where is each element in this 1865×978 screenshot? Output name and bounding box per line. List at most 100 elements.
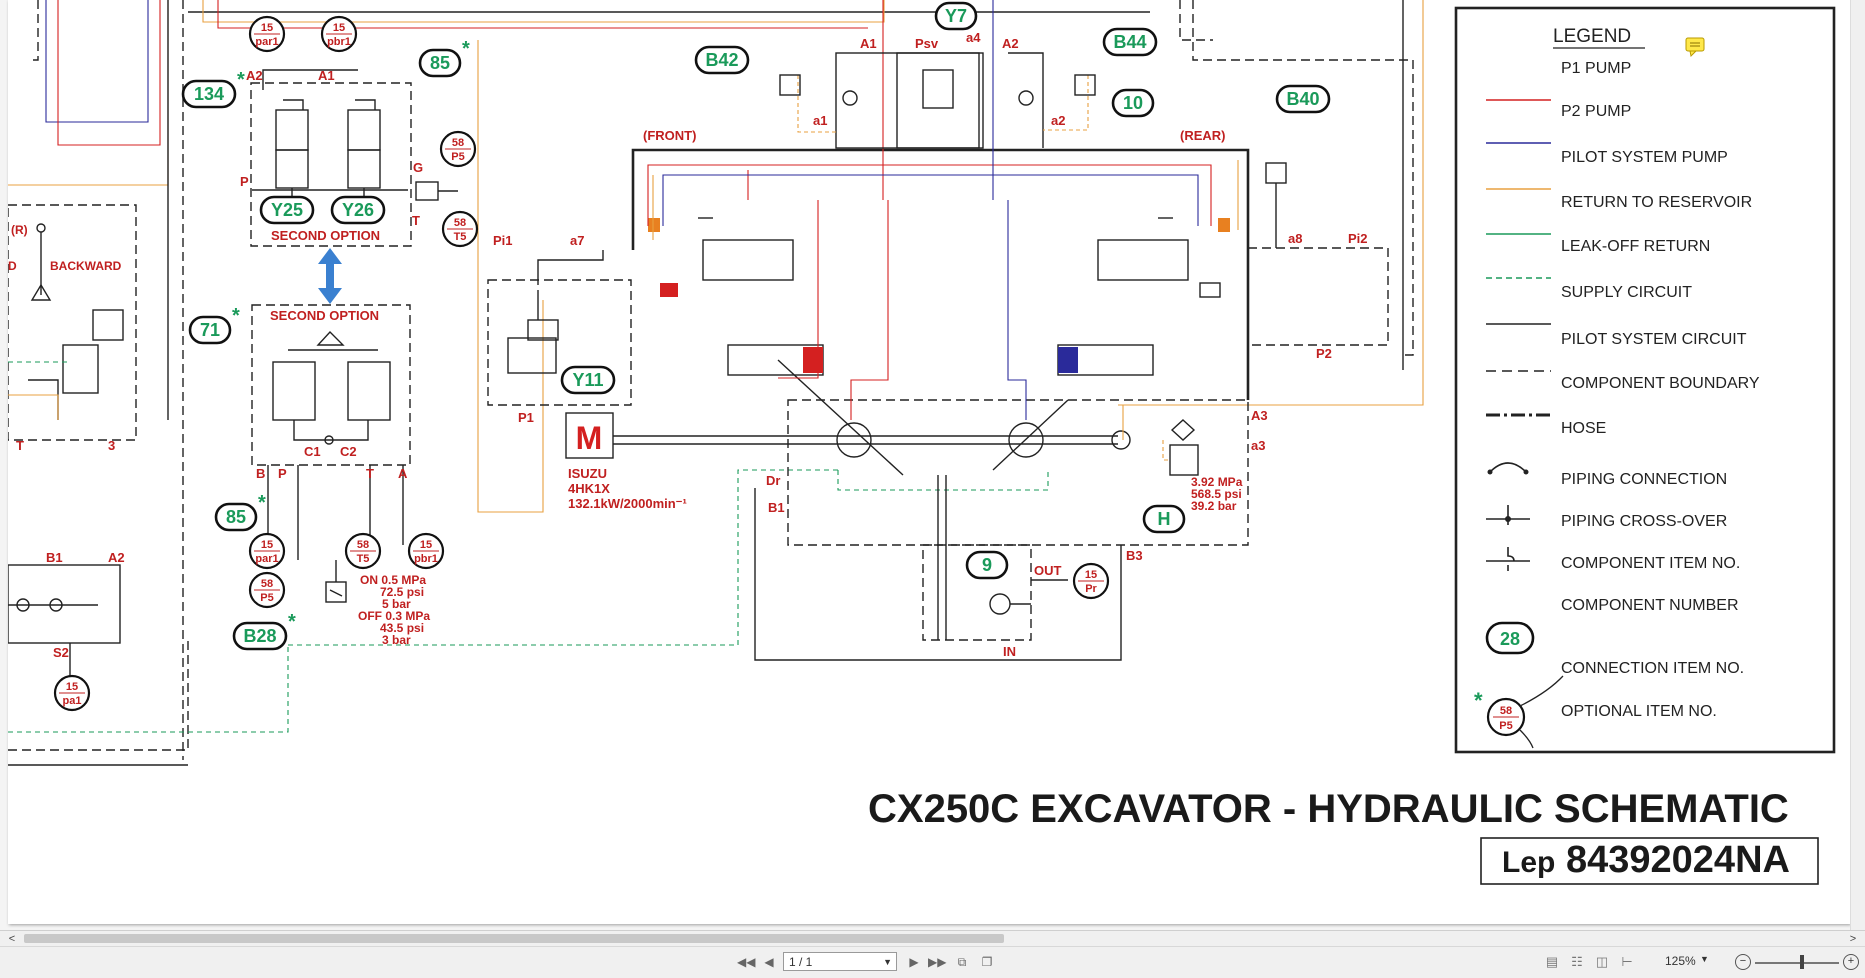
svg-text:Psv: Psv (915, 36, 939, 51)
svg-text:P5: P5 (451, 151, 464, 163)
pilot-pump-9: OUT IN (754, 475, 1122, 661)
document-title: CX250C EXCAVATOR - HYDRAULIC SCHEMATIC (868, 787, 1789, 831)
svg-text:P1 PUMP: P1 PUMP (1561, 60, 1631, 77)
legend-item: PIPING CONNECTION (1486, 471, 1727, 525)
legend-item: P2 PUMP (1486, 103, 1631, 144)
legend-item: RETURN TO RESERVOIR (1486, 194, 1752, 235)
zoom-in-icon[interactable]: + (1843, 954, 1859, 970)
svg-text:IN: IN (1003, 644, 1016, 659)
component-badge-85: 85* (214, 492, 266, 532)
component-badge-Y11: Y11 (560, 365, 616, 395)
switch-on-pressure: ON 0.5 MPa (360, 573, 426, 587)
component-badge-B42: B42 (694, 45, 750, 75)
legend-item: P1 PUMP (1486, 60, 1631, 101)
svg-text:S2: S2 (53, 645, 69, 660)
page-indicator: 1 / 1 (789, 955, 813, 969)
next-page-icon[interactable]: ▶ (909, 955, 919, 969)
svg-text:a4: a4 (966, 30, 981, 45)
lep-prefix: Lep (1502, 846, 1555, 879)
zoom-out-icon[interactable]: − (1735, 954, 1751, 970)
component-badge-134: 134* (181, 69, 245, 109)
svg-text:Y26: Y26 (342, 200, 374, 220)
page-number-field[interactable]: 1 / 1 ▼ (783, 952, 897, 971)
svg-text:58: 58 (261, 578, 273, 590)
svg-text:COMPONENT BOUNDARY: COMPONENT BOUNDARY (1561, 375, 1760, 392)
scroll-left-icon[interactable]: < (8, 933, 16, 945)
svg-text:a7: a7 (570, 233, 584, 248)
svg-text:58: 58 (454, 217, 466, 229)
left-partial-circuit (8, 0, 289, 766)
svg-text:Y11: Y11 (572, 370, 603, 390)
front-pump-label: (FRONT) (643, 128, 696, 143)
fit-width-icon[interactable]: ⊢ (1621, 954, 1633, 969)
svg-text:9: 9 (982, 555, 992, 575)
zoom-level[interactable]: 125% (1665, 954, 1696, 968)
svg-text:15: 15 (261, 22, 273, 34)
svg-text:SUPPLY CIRCUIT: SUPPLY CIRCUIT (1561, 284, 1692, 301)
svg-text:85: 85 (430, 53, 450, 73)
horizontal-scrollbar[interactable]: < > (0, 930, 1865, 947)
svg-text:pbr1: pbr1 (327, 36, 351, 48)
svg-text:pbr1: pbr1 (414, 553, 438, 565)
last-page-icon[interactable]: ▶▶ (928, 955, 947, 969)
component-badge-B44: B44 (1102, 27, 1158, 57)
svg-text:PIPING CONNECTION: PIPING CONNECTION (1561, 471, 1727, 488)
svg-text:*: * (462, 38, 470, 60)
relief-psi: 568.5 psi (1191, 487, 1242, 501)
svg-text:B40: B40 (1286, 89, 1319, 109)
svg-text:3: 3 (108, 438, 115, 453)
component-badge-B40: B40 (1275, 84, 1331, 114)
svg-text:T5: T5 (357, 553, 370, 565)
single-page-view-icon[interactable]: ▤ (1545, 954, 1559, 969)
horizontal-scroll-thumb[interactable] (24, 934, 1004, 943)
paste-icon[interactable]: ❐ (981, 955, 993, 969)
legend-item: CONNECTION ITEM NO. (1561, 660, 1744, 677)
svg-text:PILOT SYSTEM CIRCUIT: PILOT SYSTEM CIRCUIT (1561, 331, 1747, 348)
zoom-slider-thumb[interactable] (1800, 955, 1804, 969)
legend-items: P1 PUMP P2 PUMP PILOT SYSTEM PUMP RETURN TO… (1474, 60, 1760, 749)
svg-text:Dr: Dr (766, 473, 780, 488)
copy-icon[interactable]: ⧉ (957, 955, 967, 969)
engine-symbol: M (576, 420, 603, 456)
svg-text:*: * (258, 492, 266, 514)
svg-text:PILOT SYSTEM PUMP: PILOT SYSTEM PUMP (1561, 149, 1728, 166)
comment-note-icon[interactable] (1685, 37, 1705, 58)
svg-text:Y25: Y25 (271, 200, 303, 220)
previous-page-icon[interactable]: ◀ (764, 955, 774, 969)
zoom-dropdown-icon[interactable]: ▼ (1700, 954, 1709, 964)
svg-text:A1: A1 (860, 36, 877, 51)
engine-isuzu: M ISUZU 4HK1X 132.1kW/2000min⁻¹ (565, 412, 1118, 511)
svg-text:A3: A3 (1251, 408, 1268, 423)
svg-text:a8: a8 (1288, 231, 1302, 246)
swap-option-arrow-icon (318, 248, 342, 304)
scroll-right-icon[interactable]: > (1849, 933, 1857, 945)
svg-text:B3: B3 (1126, 548, 1143, 563)
first-page-icon[interactable]: ◀◀ (737, 955, 756, 969)
legend-item: PILOT SYSTEM PUMP (1486, 149, 1728, 190)
continuous-view-icon[interactable]: ☷ (1571, 954, 1583, 969)
svg-text:P2 PUMP: P2 PUMP (1561, 103, 1631, 120)
vertical-scrollbar[interactable] (1850, 0, 1865, 930)
chevron-down-icon[interactable]: ▼ (883, 957, 892, 967)
second-option-top-label: SECOND OPTION (271, 228, 380, 243)
travel-valve-y11: P1 Pi1 a7 (487, 233, 632, 425)
svg-text:Pi2: Pi2 (1348, 231, 1368, 246)
schematic-page: .blk { stroke:#222; stroke-width:1.4; fi… (8, 0, 1850, 924)
svg-text:Y7: Y7 (945, 6, 967, 26)
two-page-view-icon[interactable]: ◫ (1595, 954, 1609, 969)
svg-text:58: 58 (357, 539, 369, 551)
zoom-slider[interactable] (1755, 962, 1839, 964)
svg-text:T5: T5 (454, 231, 467, 243)
document-canvas: .blk { stroke:#222; stroke-width:1.4; fi… (0, 0, 1865, 930)
component-badge-10: 10 (1111, 88, 1155, 118)
svg-text:*: * (288, 611, 296, 633)
svg-text:COMPONENT NUMBER: COMPONENT NUMBER (1561, 597, 1739, 614)
